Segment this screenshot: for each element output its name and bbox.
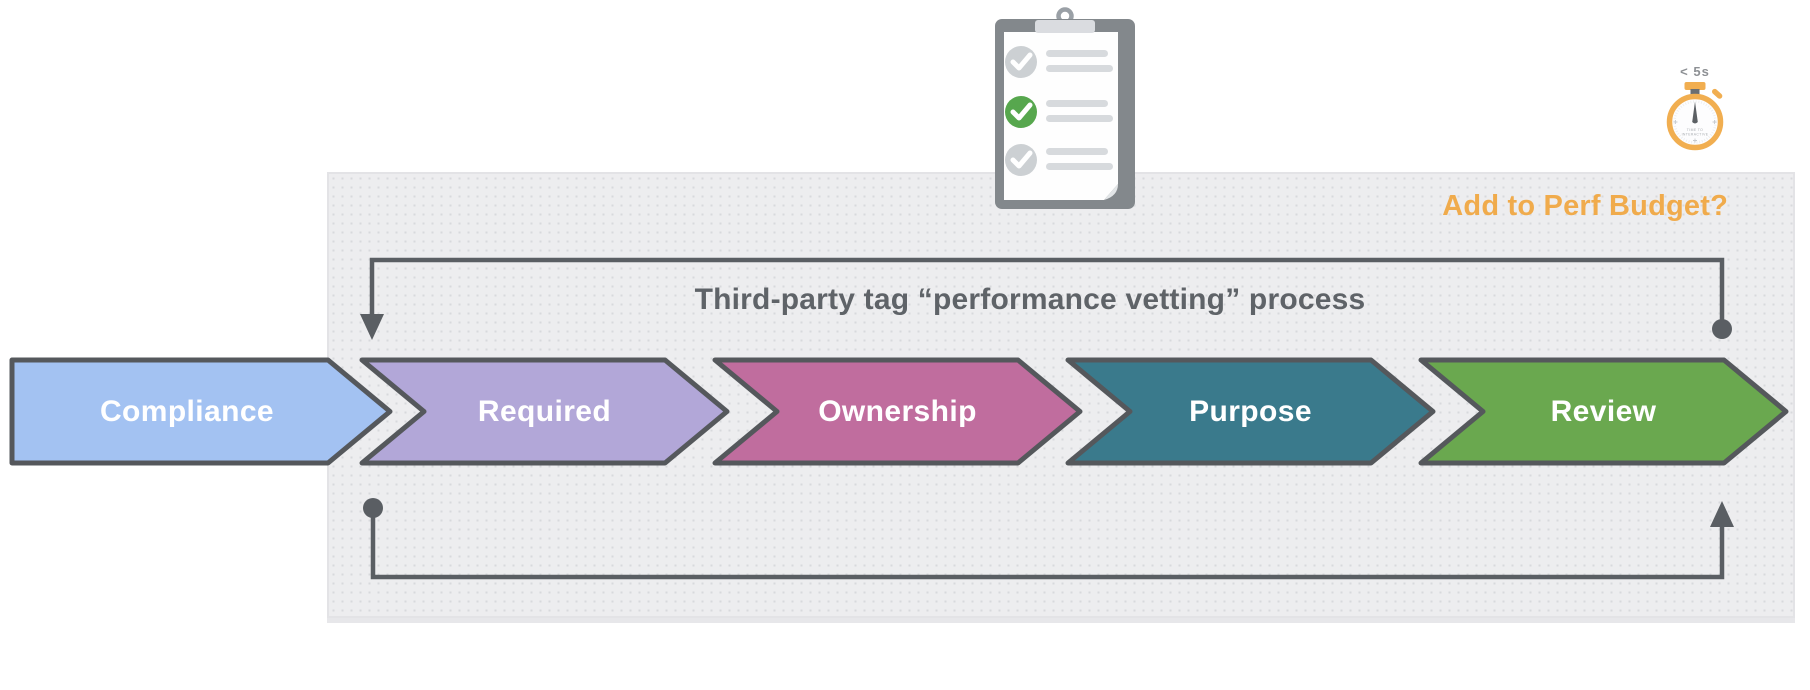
checklist-item-1	[1005, 46, 1113, 78]
perf-budget-question: Add to Perf Budget?	[1442, 190, 1728, 222]
checklist-clipboard-icon	[992, 6, 1138, 216]
stage-arrow-required	[359, 357, 730, 466]
stopwatch-time-label: < 5s	[1680, 64, 1710, 79]
stage-label-review: Review	[1550, 394, 1657, 428]
checklist-item-2	[1005, 96, 1113, 128]
clipboard-clip	[1035, 20, 1095, 33]
feedback-loop-bottom	[363, 498, 1734, 580]
check-icon	[1010, 52, 1033, 71]
check-icon	[1010, 102, 1033, 121]
paper-fold	[1104, 184, 1118, 200]
stopwatch-button	[1684, 82, 1706, 90]
arrow-up-icon	[1710, 501, 1734, 527]
stage-arrow-purpose	[1065, 357, 1436, 466]
stage-arrow-compliance	[9, 357, 393, 466]
stage-label-ownership: Ownership	[818, 394, 977, 428]
process-title: Third-party tag “performance vetting” pr…	[694, 283, 1366, 316]
stopwatch-hand	[1692, 101, 1698, 124]
stopwatch-face-text-2: INTERACTIVE	[1682, 133, 1709, 137]
stage-arrow-review	[1418, 357, 1789, 466]
feedback-loop-bottom-line	[370, 517, 1725, 580]
loop-start-dot-top	[1712, 319, 1732, 339]
feedback-loop-top	[360, 257, 1732, 340]
check-icon	[1010, 150, 1033, 169]
stopwatch-icon: < 5s TIME TO INTERACTIVE	[1662, 64, 1728, 165]
stage-label-compliance: Compliance	[99, 394, 275, 428]
stopwatch-crown	[1712, 88, 1723, 99]
stage-label-purpose: Purpose	[1189, 394, 1312, 428]
stage-label-required: Required	[477, 394, 612, 428]
stage-arrow-ownership	[712, 357, 1083, 466]
stopwatch-face-text-1: TIME TO	[1687, 128, 1703, 132]
feedback-loop-top-line	[369, 257, 1725, 320]
checklist-item-3	[1005, 144, 1113, 176]
loop-start-dot-bottom	[363, 498, 383, 518]
stopwatch-stem	[1690, 89, 1700, 96]
stopwatch-ticks	[1673, 120, 1717, 143]
arrow-down-icon	[360, 314, 384, 340]
